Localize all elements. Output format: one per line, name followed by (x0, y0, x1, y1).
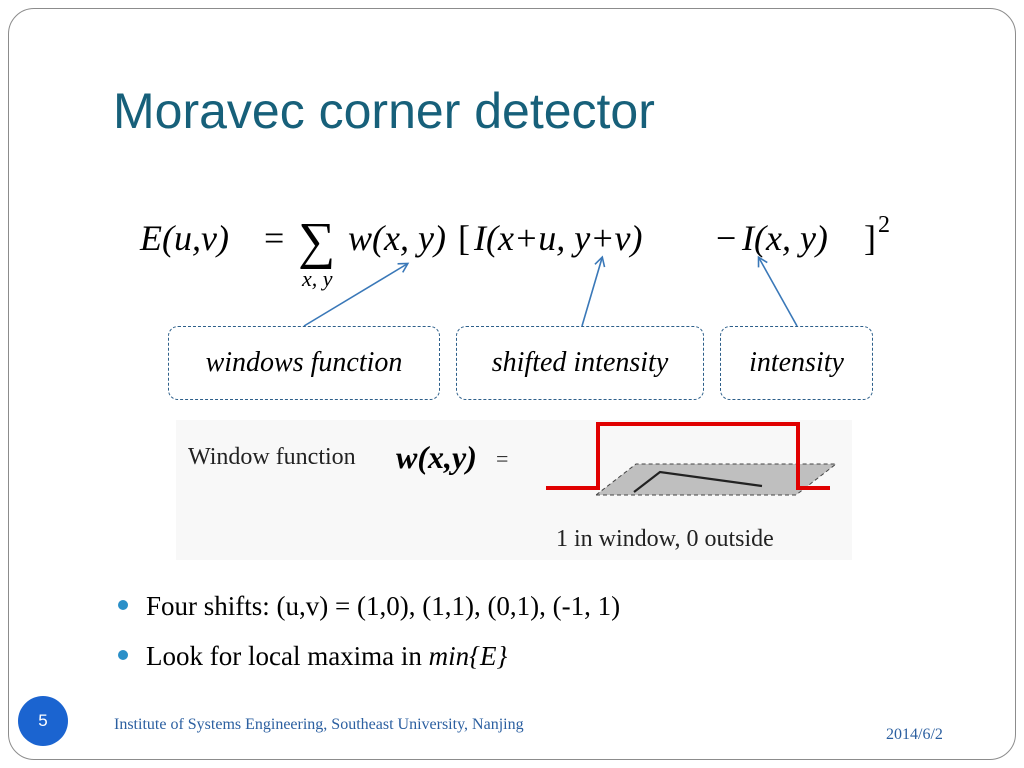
equation-exponent: 2 (878, 212, 890, 238)
bullet-list: Four shifts: (u,v) = (1,0), (1,1), (0,1)… (118, 586, 620, 686)
bullet-text: Look for local maxima in (146, 641, 429, 671)
window-function-caption: 1 in window, 0 outside (556, 526, 774, 552)
footer-date: 2014/6/2 (886, 726, 943, 743)
arrow-shifted-intensity (581, 255, 606, 327)
equation-intensity-term: I(x, y) (741, 218, 828, 258)
window-function-label: Window function (188, 444, 356, 470)
slide-title: Moravec corner detector (113, 83, 655, 139)
equation-equals: = (264, 218, 284, 258)
arrow-windows-function (303, 262, 410, 327)
bullet-dot-icon (118, 600, 128, 610)
label-intensity: intensity (720, 326, 873, 400)
window-function-equals: = (496, 446, 509, 471)
window-function-diagram (546, 422, 838, 496)
bullet-item: Four shifts: (u,v) = (1,0), (1,1), (0,1)… (118, 586, 620, 636)
footer-institution: Institute of Systems Engineering, Southe… (114, 716, 524, 733)
equation-sum-subscript: x, y (301, 266, 333, 291)
label-windows-function: windows function (168, 326, 440, 400)
arrow-intensity (757, 255, 798, 327)
equation-sum-symbol: ∑ (298, 213, 335, 270)
equation-lhs: E(u,v) (139, 218, 229, 258)
bullet-text: Four shifts: (u,v) = (1,0), (1,1), (0,1)… (146, 591, 621, 621)
window-function-symbol: w(x,y) (396, 439, 477, 475)
bullet-dot-icon (118, 650, 128, 660)
bullet-emphasis: min{E} (428, 641, 508, 671)
equation-bracket-close: ] (864, 218, 876, 258)
bullet-item: Look for local maxima in min{E} (118, 636, 620, 686)
window-surface-line (633, 470, 763, 493)
equation-minus: − (716, 218, 736, 258)
window-red-box (546, 422, 830, 490)
equation-shifted-term: I(x+u, y+v) (473, 218, 643, 258)
slide-frame (8, 8, 1016, 760)
slide-number: 5 (18, 696, 68, 746)
equation-bracket-open: [ (458, 218, 470, 258)
equation-window-term: w(x, y) (348, 218, 446, 258)
label-shifted-intensity: shifted intensity (456, 326, 704, 400)
